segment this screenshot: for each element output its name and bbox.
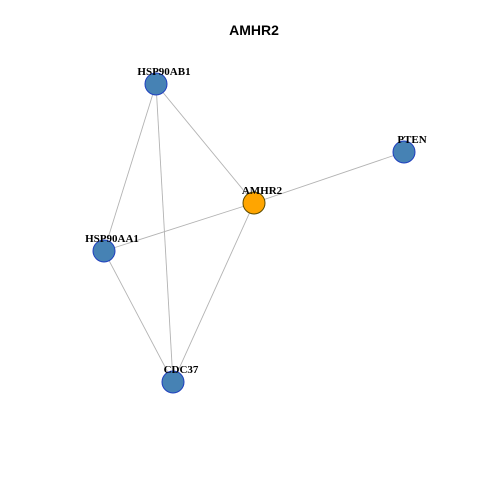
node-amhr2[interactable]: AMHR2	[242, 185, 283, 215]
edge-amhr2-pten	[253, 151, 405, 204]
diagram-title: AMHR2	[229, 22, 279, 38]
node-circle-pten[interactable]	[392, 140, 416, 164]
node-label-pten: PTEN	[397, 134, 426, 146]
edge-hsp90ab1-amhr2	[155, 83, 255, 204]
node-label-cdc37: CDC37	[164, 364, 199, 376]
edge-amhr2-hsp90aa1	[103, 202, 255, 252]
edge-hsp90ab1-hsp90aa1	[103, 83, 157, 252]
node-pten[interactable]: PTEN	[392, 134, 427, 164]
node-circle-hsp90aa1[interactable]	[92, 239, 116, 263]
node-hsp90ab1[interactable]: HSP90AB1	[137, 66, 191, 96]
node-label-amhr2: AMHR2	[242, 185, 283, 197]
edge-hsp90aa1-cdc37	[103, 250, 174, 383]
node-hsp90aa1[interactable]: HSP90AA1	[85, 233, 139, 263]
node-circle-amhr2[interactable]	[242, 191, 266, 215]
node-circle-hsp90ab1[interactable]	[144, 72, 168, 96]
node-cdc37[interactable]: CDC37	[161, 364, 199, 394]
node-label-hsp90ab1: HSP90AB1	[137, 66, 190, 78]
node-circle-cdc37[interactable]	[161, 370, 185, 394]
edge-hsp90ab1-cdc37	[155, 83, 174, 383]
edge-amhr2-cdc37	[172, 202, 255, 383]
edges-layer	[103, 83, 405, 383]
node-label-hsp90aa1: HSP90AA1	[85, 233, 139, 245]
